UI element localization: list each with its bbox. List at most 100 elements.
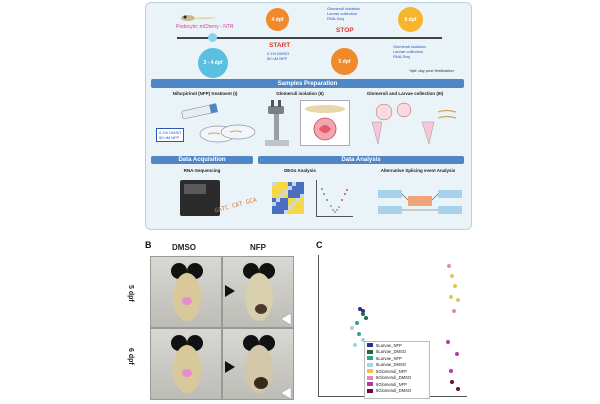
legend-label: 5Larvae_DMSO — [376, 349, 407, 355]
stop-top-items: Glomeruli isolation Larvae collection RN… — [327, 6, 360, 21]
heatmap-cell — [288, 210, 292, 214]
heatmap-cell — [288, 186, 292, 190]
heatmap-cell — [280, 198, 284, 202]
scatter-point — [447, 264, 452, 269]
heatmap-cell — [276, 182, 280, 186]
heatmap-cell — [300, 206, 304, 210]
scatter-point — [454, 351, 459, 356]
stop-top-item: Larvae collection — [327, 11, 358, 16]
heatmap-cell — [296, 198, 300, 202]
right-items: Glomeruli isolation Larvae collection RN… — [393, 44, 426, 59]
splicing-label: Alternative Splicing event Analysis — [380, 168, 456, 173]
heatmap-cell — [272, 202, 276, 206]
heatmap-cell — [296, 182, 300, 186]
legend-entry: 6Larvae_NFP — [365, 355, 429, 362]
samples-preparation-header: Samples Preparation — [151, 79, 464, 88]
heatmap-cell — [280, 182, 284, 186]
heatmap-cell — [280, 186, 284, 190]
heatmap-cell — [300, 182, 304, 186]
heatmap-cell — [284, 190, 288, 194]
scatter-point — [453, 284, 458, 289]
heatmap-cell — [276, 202, 280, 206]
subheading-collection: Glomeruli and Larvae collection (III) — [366, 91, 444, 96]
scatter-point — [349, 326, 354, 331]
heatmap-cell — [300, 198, 304, 202]
heatmap-cell — [292, 194, 296, 198]
heatmap-cell — [288, 190, 292, 194]
timeline-bubble-3-4dpf: 3 - 4 dpf — [198, 48, 228, 78]
footnote: *dpf: day post fertilization — [409, 68, 454, 73]
start-label: START — [269, 42, 291, 49]
timeline-axis — [177, 37, 442, 39]
rnaseq-label: RNA-Sequencing — [183, 168, 221, 173]
heatmap-cell — [276, 198, 280, 202]
scatter-point — [358, 306, 363, 311]
heatmap-cell — [288, 194, 292, 198]
legend-label: 5Larvae_NFP — [376, 342, 402, 348]
scatter-point — [361, 309, 366, 314]
legend-swatch — [367, 382, 373, 387]
falcon-tube-illustration — [180, 100, 220, 122]
panel-b-letter: B — [145, 240, 152, 250]
heatmap-cell — [272, 186, 276, 190]
heatmap-cell — [276, 210, 280, 214]
legend-label: 6Glomeruli_DMSO — [376, 388, 412, 394]
stop-top-item: RNA-Seq — [327, 16, 344, 21]
heatmap-cell — [300, 190, 304, 194]
right-item: RNA-Seq — [393, 54, 410, 59]
heatmap-cell — [284, 194, 288, 198]
data-analysis-header: Data Analysis — [258, 156, 464, 164]
volcano-plot — [316, 180, 353, 217]
scatter-point — [364, 316, 369, 321]
scatter-point — [450, 379, 455, 384]
heatmap-cell — [284, 182, 288, 186]
heatmap-cell — [288, 206, 292, 210]
heatmap-cell — [272, 206, 276, 210]
scatter-point — [448, 368, 453, 373]
legend-entry: 6Glomeruli_DMSO — [365, 388, 429, 395]
heatmap-cell — [280, 190, 284, 194]
legend-label: 6Glomeruli_NFP — [376, 381, 407, 387]
glomerulus-inset — [300, 100, 350, 146]
legend-swatch — [367, 369, 373, 374]
legend-swatch — [367, 388, 373, 393]
heatmap-cell — [284, 210, 288, 214]
heatmap-cell — [284, 198, 288, 202]
fish-image-dmso-6dpf — [150, 328, 222, 400]
treatment-item: 0.1% DMSO — [159, 130, 182, 135]
scatter-point — [352, 343, 357, 348]
scatter-point — [448, 295, 453, 300]
heatmap-cell — [292, 210, 296, 214]
start-item: 50 nM NFP — [267, 56, 288, 61]
heatmap-cell — [272, 194, 276, 198]
timeline-bubble-4dpf: 4 dpf — [266, 8, 289, 31]
legend-entry: 5Glomeruli_NFP — [365, 368, 429, 375]
scatter-point — [456, 298, 461, 303]
heatmap-cell — [296, 210, 300, 214]
heatmap-cell — [280, 210, 284, 214]
legend-swatch — [367, 343, 373, 348]
heatmap-cell — [296, 206, 300, 210]
heatmap-cell — [272, 190, 276, 194]
treatment-items: 0.1% DMSO 50 nM NFP — [156, 128, 185, 142]
fish-image-dmso-5dpf — [150, 256, 222, 328]
heatmap-cell — [284, 202, 288, 206]
degs-heatmap — [272, 182, 304, 214]
legend-swatch — [367, 349, 373, 354]
subheading-glomeruli-isolation: Glomeruli isolation (II) — [276, 91, 324, 96]
heatmap-cell — [272, 182, 276, 186]
legend-label: 6Larvae_NFP — [376, 355, 402, 361]
scatter-point — [456, 386, 461, 391]
legend-swatch — [367, 375, 373, 380]
heatmap-cell — [276, 190, 280, 194]
heatmap-cell — [284, 186, 288, 190]
row-label-5dpf: 5 dpf — [127, 285, 134, 302]
heatmap-cell — [292, 182, 296, 186]
larva-illustration — [180, 10, 218, 21]
heatmap-cell — [300, 194, 304, 198]
heatmap-cell — [296, 194, 300, 198]
heatmap-cell — [276, 206, 280, 210]
timeline-bubble-5dpf: 5 dpf — [331, 48, 358, 75]
heatmap-cell — [300, 210, 304, 214]
scatter-point — [445, 340, 450, 345]
